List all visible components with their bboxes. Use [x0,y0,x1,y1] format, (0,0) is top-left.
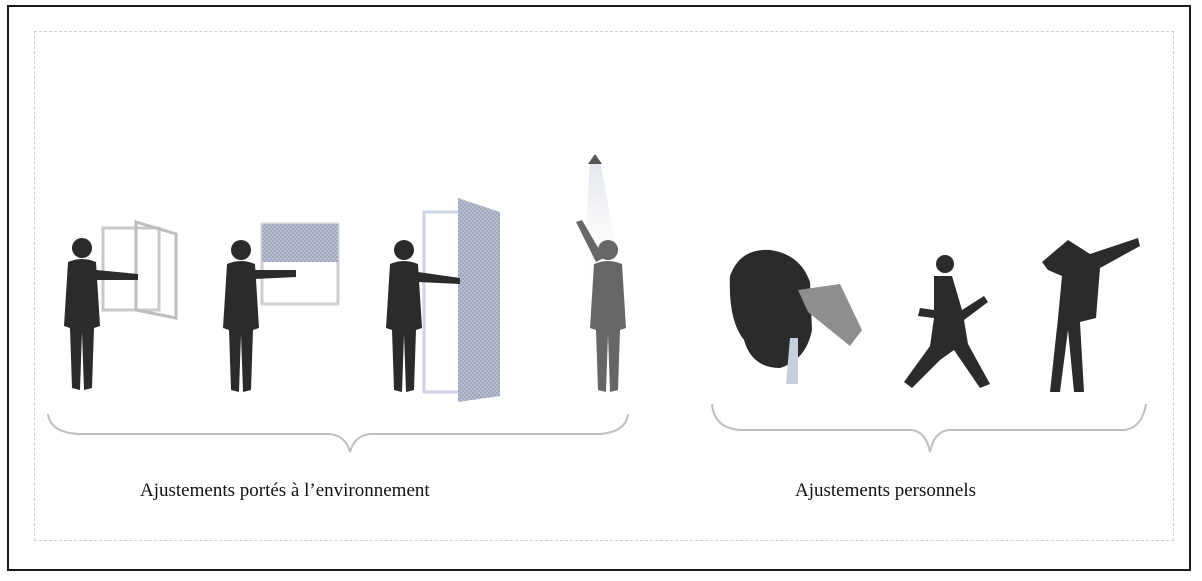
figure-inner-border [34,31,1174,541]
personal-brace [711,403,1147,453]
environment-adjustments-caption: Ajustements portés à l’environnement [140,480,430,501]
person-removing-jacket-icon [1042,238,1140,392]
person-drinking-icon [729,249,862,384]
personal-adjustments-caption: Ajustements personnels [795,480,977,501]
person-opening-door-icon [386,198,500,402]
person-switching-light-icon [576,154,626,392]
person-adjusting-blind-icon [223,222,340,392]
environment-brace [47,413,629,453]
person-walking-icon [904,255,990,388]
person-opening-window-icon [64,219,178,390]
